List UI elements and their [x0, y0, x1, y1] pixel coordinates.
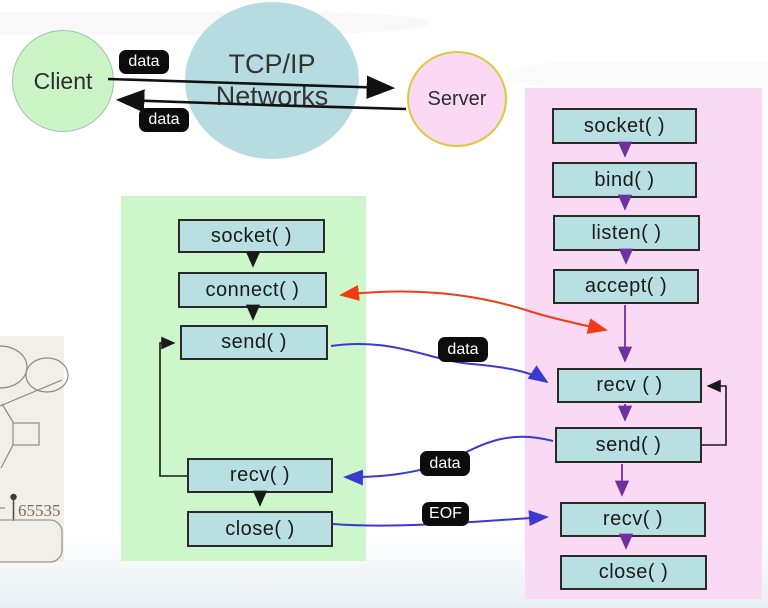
server-recv-box: recv ( ): [557, 368, 702, 403]
eof-badge: EOF: [422, 502, 469, 526]
server-listen-box: listen( ): [553, 215, 700, 251]
server-accept-box: accept( ): [553, 269, 699, 304]
client-send-box: send( ): [180, 325, 328, 360]
fragment-line-1: [0, 379, 63, 407]
data-badge-server-to-client: data: [420, 451, 470, 476]
fragment-port-number: 65535: [18, 501, 61, 520]
server-recv2-box: recv( ): [560, 502, 706, 537]
server-send-box: send( ): [555, 427, 702, 463]
client-connect-box: connect( ): [178, 272, 327, 308]
client-circle: Client: [12, 30, 114, 132]
network-label: TCP/IP Networks: [215, 48, 329, 111]
fragment-dot: [10, 493, 17, 501]
server-socket-box: socket( ): [552, 108, 697, 144]
fragment-line-2: [1, 403, 14, 423]
client-recv-box: recv( ): [187, 458, 333, 493]
data-badge-client-to-server: data: [438, 337, 488, 362]
server-close-box: close( ): [560, 555, 707, 590]
fragment-rounded-rect: [0, 519, 63, 563]
scanned-diagram-fragment: 65535: [0, 336, 69, 563]
network-circle: TCP/IP Networks: [185, 2, 359, 159]
data-badge-request: data: [119, 50, 169, 74]
fragment-ellipse-right: [25, 357, 69, 393]
client-close-box: close( ): [187, 511, 333, 547]
fragment-line-3: [0, 444, 14, 469]
client-socket-box: socket( ): [178, 219, 325, 253]
data-badge-response: data: [139, 108, 189, 132]
server-label: Server: [427, 87, 487, 110]
background-swoosh-right: [508, 62, 768, 88]
client-label: Client: [33, 67, 93, 94]
fragment-square: [12, 422, 40, 446]
server-bind-box: bind( ): [552, 162, 697, 198]
fragment-ellipse-left: [0, 345, 28, 389]
server-circle: Server: [407, 51, 507, 147]
